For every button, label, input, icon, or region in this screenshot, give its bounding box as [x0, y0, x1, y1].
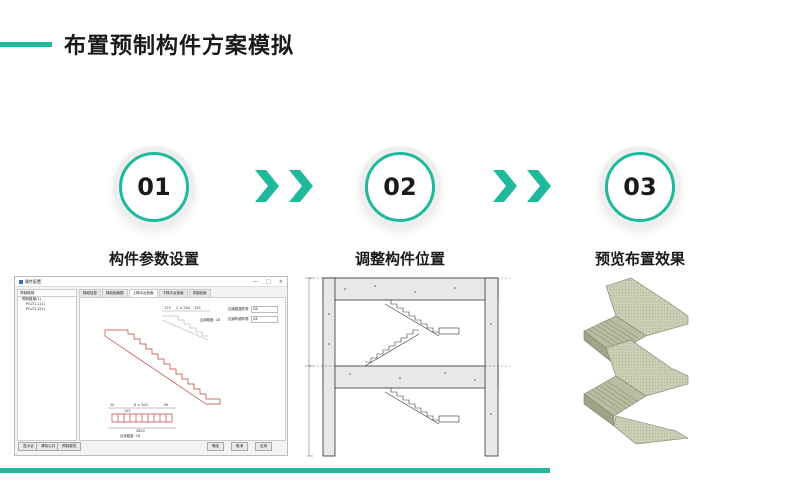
- bottom-accent-bar: [0, 468, 550, 473]
- step-number: 03: [623, 173, 657, 201]
- maximize-icon[interactable]: □: [266, 278, 271, 285]
- dialog-titlebar: 属性配置 — □ ×: [15, 277, 287, 287]
- dialog-title: 属性配置: [25, 278, 41, 284]
- tree-item[interactable]: PCLT1-2(2): [26, 307, 45, 311]
- step-number: 02: [383, 173, 417, 201]
- component-type-select[interactable]: 预制楼梯: [18, 290, 76, 297]
- edge-thickness-field: 边缘粗度构件 C8: [228, 306, 278, 313]
- ok-button[interactable]: 确定: [207, 442, 225, 451]
- dialog-tabs: 梯段信息 梯段剖面图 上梯平台剖面 下梯平台剖面 详细剖面: [79, 289, 211, 298]
- drawing-area: 125 2 × 200 125 边缘粗度: C8 10 8 × 200 50 1…: [79, 297, 286, 441]
- page-title: 布置预制构件方案模拟: [64, 34, 295, 59]
- close-icon[interactable]: ×: [278, 278, 283, 285]
- step-circle: 03: [605, 152, 675, 222]
- drawing-label: 2850: [136, 429, 145, 433]
- drawing-label: 50: [164, 403, 168, 407]
- step-3: 03 预览布置效果: [550, 152, 730, 269]
- cad-section-drawing: [305, 277, 510, 457]
- field-input[interactable]: C8: [251, 316, 278, 323]
- drawing-label: 125: [194, 306, 201, 310]
- drawing-label: 边缘粗度: C8: [200, 317, 220, 322]
- drawing-label: 边缘粗度: C8: [120, 433, 140, 438]
- attribute-dialog-window: 属性配置 — □ × 预制楼梯 预制楼梯(1) PCLT1-1(1) PCLT1…: [14, 276, 288, 456]
- drawing-label: 10: [110, 403, 114, 407]
- cancel-button[interactable]: 取消: [231, 442, 249, 451]
- step-1: 01 构件参数设置: [64, 152, 244, 269]
- apply-button[interactable]: 应用: [255, 442, 273, 451]
- drawing-label: 8 × 200: [134, 403, 148, 407]
- drawing-label: 2 × 200: [176, 306, 190, 310]
- step-circle: 01: [119, 152, 189, 222]
- component-tree: 预制楼梯(1) PCLT1-1(1) PCLT1-2(2): [18, 297, 76, 312]
- tree-item[interactable]: PCLT1-1(1): [26, 302, 45, 306]
- double-chevron-right-icon: [493, 170, 551, 202]
- prefab-attributes-button[interactable]: 预制属性: [57, 442, 82, 451]
- minimize-icon[interactable]: —: [253, 278, 259, 285]
- component-tree-panel: 预制楼梯 预制楼梯(1) PCLT1-1(1) PCLT1-2(2): [17, 289, 77, 441]
- app-icon: [19, 279, 23, 284]
- drawing-label: 125: [164, 306, 171, 310]
- stair-section-drawing: 125 2 × 200 125 边缘粗度: C8 10 8 × 200 50 1…: [104, 306, 221, 438]
- stair-3d-preview: [583, 277, 689, 445]
- step-label: 构件参数设置: [108, 250, 199, 268]
- double-chevron-right-icon: [255, 170, 313, 202]
- title-accent-bar: [0, 42, 52, 47]
- step-2: 02 调整构件位置: [310, 152, 490, 269]
- field-label: 边缘构造构件: [228, 317, 249, 321]
- step-circle: 02: [365, 152, 435, 222]
- field-input[interactable]: C8: [251, 306, 278, 313]
- drawing-label: 155: [124, 409, 130, 413]
- step-number: 01: [137, 173, 171, 201]
- step-label: 预览布置效果: [594, 250, 685, 268]
- tree-item[interactable]: 预制楼梯(1): [22, 297, 41, 301]
- step-label: 调整构件位置: [354, 250, 445, 268]
- field-label: 边缘粗度构件: [228, 307, 249, 311]
- edge-structure-field: 边缘构造构件 C8: [228, 316, 278, 323]
